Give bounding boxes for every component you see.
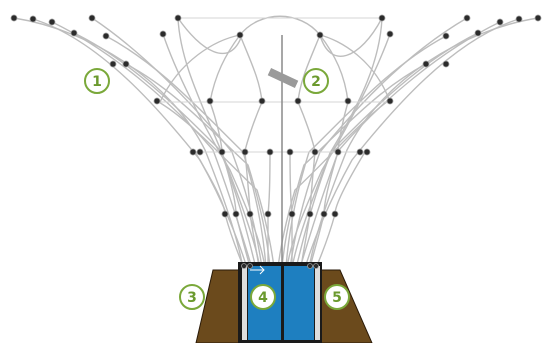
callout-4: 4 (250, 284, 276, 310)
mast-clamp (267, 68, 299, 88)
callout-2-label: 2 (311, 74, 321, 90)
callout-1-label: 1 (92, 74, 102, 90)
callout-3-label: 3 (187, 290, 197, 306)
node-joints (10, 14, 542, 269)
rod-network (13, 15, 539, 269)
core-module (238, 262, 322, 343)
callout-2: 2 (303, 68, 329, 94)
callout-4-label: 4 (258, 290, 268, 306)
callout-3: 3 (179, 284, 205, 310)
callout-5-label: 5 (332, 290, 342, 306)
callout-1: 1 (84, 68, 110, 94)
callout-5: 5 (324, 284, 350, 310)
